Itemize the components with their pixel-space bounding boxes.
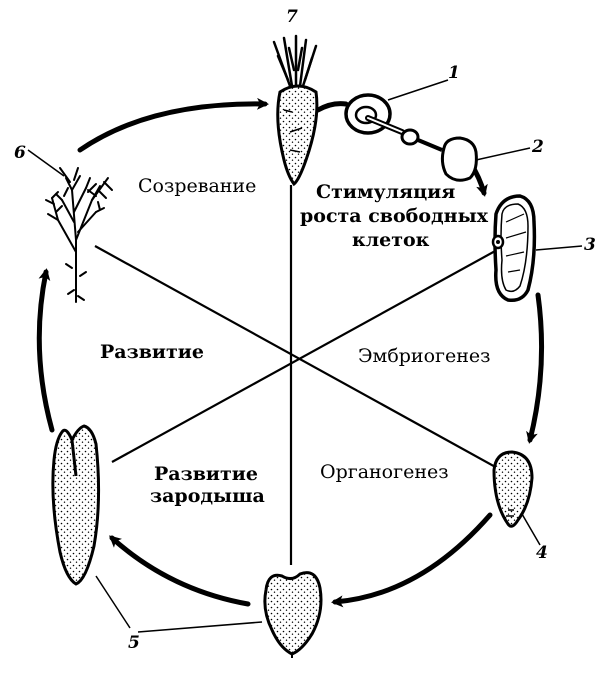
- arrow-6-to-7: [77, 97, 269, 153]
- leader-1: [387, 79, 449, 101]
- leader-6: [27, 149, 65, 177]
- sector-labels: Созревание Стимуляция роста свободных кл…: [100, 175, 491, 507]
- globular-embryo-icon: [492, 450, 534, 528]
- leader-4: [521, 513, 541, 546]
- number-6: 6: [14, 143, 26, 163]
- explant-disc-icon: [344, 93, 405, 135]
- label-development: Развитие: [100, 341, 204, 363]
- label-embryo-dev-line1: Развитие: [154, 463, 258, 485]
- carrot-icon: [272, 34, 319, 187]
- number-5: 5: [128, 633, 140, 653]
- number-4: 4: [536, 543, 548, 563]
- label-embryogenesis: Эмбриогенез: [358, 345, 491, 367]
- heart-embryo-icon: [263, 571, 323, 658]
- label-stimulation-line3: клеток: [352, 229, 430, 251]
- stage-numbers: 7 1 2 3 4 5 6: [14, 7, 596, 653]
- leader-5a: [95, 575, 131, 629]
- label-embryo-dev-line2: зародыша: [150, 485, 265, 507]
- arrow-5a-to-6: [36, 268, 55, 433]
- callus-icon: [440, 136, 478, 182]
- label-organogenesis: Органогенез: [320, 461, 449, 483]
- sector-lines: [94, 185, 511, 565]
- plantlet-icon: [45, 167, 113, 303]
- arrow-7-to-1: [315, 101, 349, 113]
- label-stimulation-line1: Стимуляция: [316, 181, 455, 203]
- arrow-3-to-4: [526, 292, 545, 444]
- divider-diagonal-left: [94, 245, 511, 476]
- leader-2: [475, 147, 531, 161]
- number-7: 7: [286, 7, 298, 27]
- divider-diagonal-right: [111, 249, 498, 463]
- arrow-4-to-stage5b: [331, 512, 493, 608]
- arrow-stage5b-to-5a: [109, 535, 251, 607]
- label-stimulation-line2: роста свободных: [300, 205, 489, 227]
- leader-lines: [27, 79, 583, 633]
- number-2: 2: [531, 137, 544, 157]
- leader-3: [535, 245, 583, 251]
- cell-ring-icon: [400, 128, 443, 152]
- suspension-culture-icon: [491, 194, 537, 303]
- number-1: 1: [448, 63, 460, 83]
- torpedo-embryo-icon: [51, 424, 101, 586]
- number-3: 3: [584, 235, 596, 255]
- leader-5b: [137, 621, 263, 633]
- label-maturation: Созревание: [138, 175, 256, 197]
